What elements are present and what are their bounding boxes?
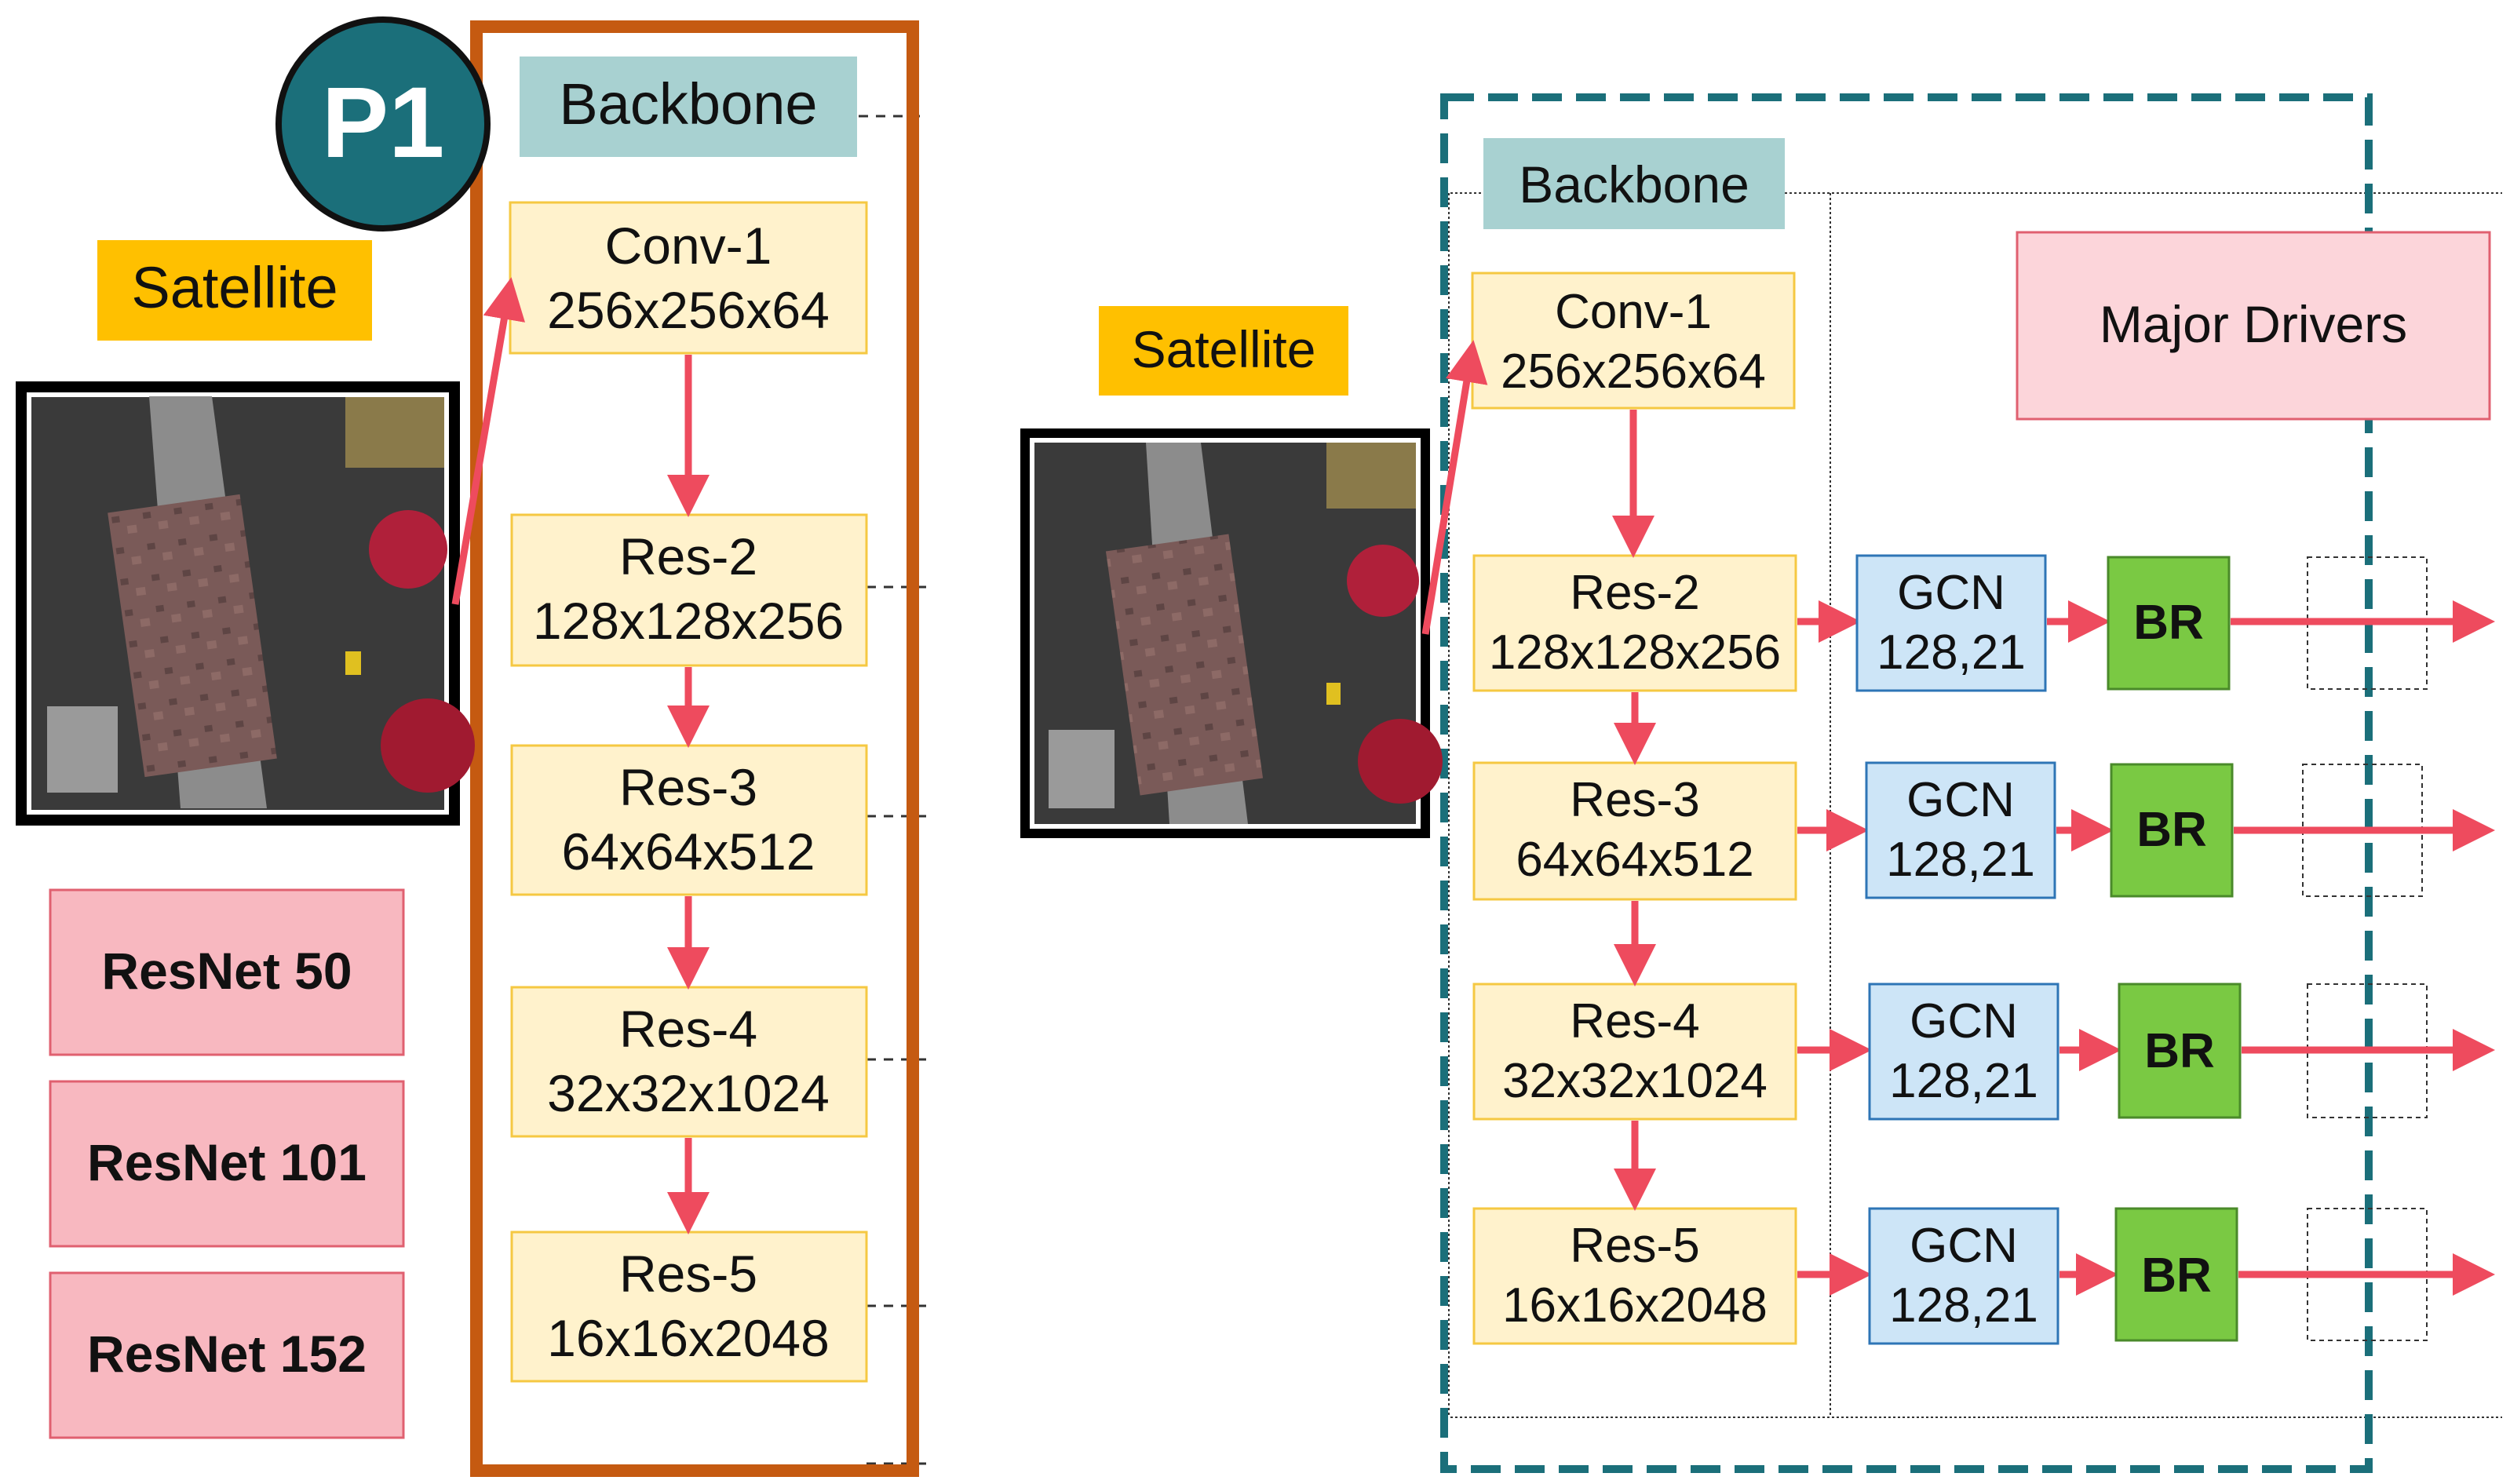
resnet-50-label: ResNet 50: [101, 942, 352, 1000]
major-drivers-box: [2016, 231, 2491, 421]
gcn-box: [1865, 761, 2056, 899]
layer-res-5-right-dims: 16x16x2048: [1502, 1278, 1768, 1333]
layer-res-4-name: Res-4: [619, 1000, 757, 1058]
backbone-frame: [470, 20, 919, 1477]
branch-row: GCN 128,21 BR: [1797, 554, 2495, 692]
gcn-label: GCN: [1906, 773, 2015, 827]
layer-conv-1-right-name: Conv-1: [1555, 285, 1712, 339]
layer-conv-1-dims: 256x256x64: [547, 281, 830, 339]
arrow-sat-to-conv1: [451, 277, 526, 605]
gcn-box: [1868, 1207, 2059, 1345]
gcn-box: [1868, 983, 2059, 1121]
gcn-box: [1855, 554, 2047, 692]
layer-res-3-right-name: Res-3: [1570, 773, 1699, 827]
resnet-101-label: ResNet 101: [87, 1133, 367, 1191]
layer-res-4-right-dims: 32x32x1024: [1502, 1054, 1768, 1108]
backbone-label-box: [520, 57, 857, 157]
br-label: BR: [2133, 596, 2204, 650]
gcn-dims: 128,21: [1886, 833, 2035, 887]
layer-res-3-dims: 64x64x512: [562, 822, 815, 881]
arrow-sat-to-conv1-right: [1421, 340, 1488, 635]
major-drivers-label: Major Drivers: [2100, 295, 2407, 353]
layer-res-4: [510, 986, 868, 1138]
gcn-dims: 128,21: [1889, 1278, 2038, 1333]
layer-res-4-right: [1472, 983, 1797, 1121]
layer-res-3-right: [1472, 761, 1797, 901]
p1-badge-text: P1: [322, 67, 445, 179]
layer-res-3-name: Res-3: [619, 758, 757, 816]
layer-res-2: [510, 513, 868, 667]
br-label: BR: [2141, 1249, 2212, 1303]
branch-row: GCN 128,21 BR: [1797, 1207, 2495, 1345]
branch-row: GCN 128,21 BR: [1797, 983, 2495, 1121]
resnet-50-box: [49, 888, 405, 1056]
br-label: BR: [2144, 1024, 2215, 1078]
backbone-label-box-right: [1483, 138, 1785, 229]
br-box: [2118, 983, 2242, 1119]
br-box: [2110, 763, 2234, 898]
layer-res-4-dims: 32x32x1024: [547, 1064, 830, 1122]
layer-res-2-right: [1472, 554, 1797, 692]
satellite-label: Satellite: [131, 255, 337, 320]
satellite-label-box: [97, 240, 372, 341]
resnet-152-box: [49, 1271, 405, 1439]
satellite-label-right: Satellite: [1132, 320, 1316, 378]
layer-conv-1: [509, 201, 868, 355]
br-box: [2114, 1207, 2238, 1342]
layer-res-3: [510, 744, 868, 896]
layer-res-3-right-dims: 64x64x512: [1516, 833, 1753, 887]
left-panel: P1 Backbone Satellite Conv-1 256x256x64 …: [16, 16, 926, 1477]
layer-res-2-dims: 128x128x256: [533, 592, 844, 650]
gcn-dims: 128,21: [1877, 625, 2026, 680]
layer-res-5-right-name: Res-5: [1570, 1219, 1699, 1273]
gcn-label: GCN: [1897, 566, 2005, 620]
gcn-dims: 128,21: [1889, 1054, 2038, 1108]
backbone-label-right: Backbone: [1519, 155, 1749, 213]
gcn-label: GCN: [1910, 994, 2018, 1048]
resnet-101-box: [49, 1080, 405, 1248]
resnet-152-label: ResNet 152: [87, 1325, 367, 1383]
branch-row: GCN 128,21 BR: [1797, 761, 2495, 899]
satellite-image-right: [1020, 428, 1443, 838]
satellite-label-box-right: [1099, 306, 1348, 396]
right-panel: Backbone Satellite Major Drivers Conv-1 …: [1020, 93, 2502, 1473]
gcn-label: GCN: [1910, 1219, 2018, 1273]
layer-conv-1-name: Conv-1: [605, 217, 772, 275]
layer-res-5-right: [1472, 1207, 1797, 1345]
layer-res-2-name: Res-2: [619, 527, 757, 585]
full-model-frame: [1440, 93, 2373, 1473]
layer-res-4-right-name: Res-4: [1570, 994, 1699, 1048]
br-box: [2107, 556, 2231, 691]
layer-res-5: [510, 1231, 868, 1383]
layer-res-5-dims: 16x16x2048: [547, 1309, 830, 1367]
layer-conv-1-right: [1471, 272, 1796, 410]
p1-badge: P1: [275, 16, 491, 232]
layer-conv-1-right-dims: 256x256x64: [1501, 345, 1766, 399]
br-label: BR: [2136, 803, 2207, 857]
layer-res-5-name: Res-5: [619, 1245, 757, 1303]
satellite-image: [16, 381, 475, 826]
backbone-label: Backbone: [559, 71, 817, 137]
layer-res-2-right-dims: 128x128x256: [1489, 625, 1781, 680]
layer-res-2-right-name: Res-2: [1570, 566, 1699, 620]
